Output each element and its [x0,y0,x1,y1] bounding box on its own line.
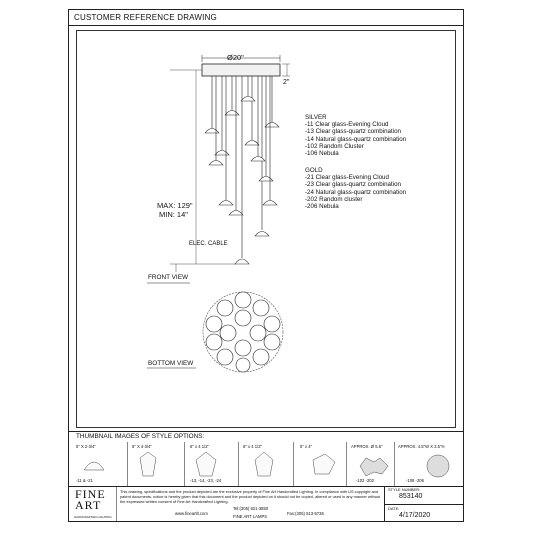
brand-line1: FINE [75,487,106,501]
thumb-size: 6" x 4 1/2" [243,444,263,449]
finish-item: -206 Nebula [305,203,339,211]
finish-item: -106 Nebula [305,150,339,158]
electric-cable-label: ELEC. CABLE [189,241,228,247]
date-label: DATE: [388,506,400,511]
min-length-label: MIN: 14" [159,210,188,219]
thumb-size: 6" x 4 1/2" [190,444,210,449]
thumb-size: APPROX. 4.5"W X 3.5"H [398,444,445,449]
website: www.fineartlt.com [175,511,208,516]
drawing-sheet [68,9,464,522]
company: FINE ART LAMPS [233,514,268,519]
gold-title: GOLD [305,167,323,174]
thumbnail-cell [128,442,185,486]
thumb-code: -102 -202 [356,478,374,483]
brand-tagline: HANDCRAFTED LIGHTING [74,515,112,519]
brand-line2: ART [75,498,102,512]
thumbnail-cell [239,442,294,486]
thumb-code: -106 -206 [406,478,424,483]
finish-item: -102 Random Cluster [305,142,364,150]
gold-finishes: GOLD -21 Clear glass-Evening Cloud -23 C… [305,167,406,210]
front-view-label: FRONT VIEW [148,274,189,281]
silver-finishes: SILVER -11 Clear glass-Evening Cloud -13… [305,114,406,157]
thumbnail-cell [185,442,239,486]
silver-title: SILVER [305,114,327,121]
drawing-frame [76,30,456,428]
finish-item: -23 Clear glass-quartz combination [305,181,401,189]
thumbnail-cell [294,442,347,486]
thumb-size: 5" X 2-3/4" [76,444,96,449]
footer [68,486,464,522]
fax: Fax:(305) 513-5736 [287,511,324,516]
style-number-box: STYLE NUMBER: 853140 [384,486,464,504]
bottom-view-label: BOTTOM VIEW [148,360,194,367]
thumb-size: APPROX. Ø 5.5" [351,444,383,449]
thumbnail-cell [347,442,395,486]
date-box: DATE: 4/17/2020 [384,504,464,522]
finish-item: -11 Clear glass-Evening Cloud [305,121,389,129]
finish-item: -14 Natural glass-quartz combination [305,135,407,143]
finish-item: -202 Random cluster [305,195,363,203]
thumb-size: 6" X 4-3/4" [132,444,152,449]
sheet-title: CUSTOMER REFERENCE DRAWING [68,9,464,26]
finish-item: -13 Clear glass-quartz combination [305,128,401,136]
style-number-label: STYLE NUMBER: [388,487,421,492]
finish-item: -24 Natural glass-quartz combination [305,188,407,196]
thumb-size: 5" x 4" [300,444,313,449]
finish-item: -21 Clear glass-Evening Cloud [305,174,389,182]
style-number: 853140 [399,493,423,500]
canopy [201,63,281,77]
thumb-code: -11 & -21 [76,478,93,483]
thumbnail-cell [68,442,128,486]
thumbnail-section [68,431,464,486]
tel: Tel:(305) 821-3850 [233,506,269,511]
legal-notice: This drawing, specifications and the pro… [120,489,381,504]
canopy-height-label: 2" [283,79,290,86]
thumb-code: -13, -14, -23, -24 [190,478,222,483]
date-value: 4/17/2020 [399,512,431,519]
max-length-label: MAX: 129" [157,201,193,210]
canopy-diameter-label: Ø20" [227,53,244,62]
thumbnail-title: THUMBNAIL IMAGES OF STYLE OPTIONS: [76,433,205,440]
bottom-view-drawing [202,291,284,373]
brand-logo: FINE ART HANDCRAFTED LIGHTING [72,487,117,521]
